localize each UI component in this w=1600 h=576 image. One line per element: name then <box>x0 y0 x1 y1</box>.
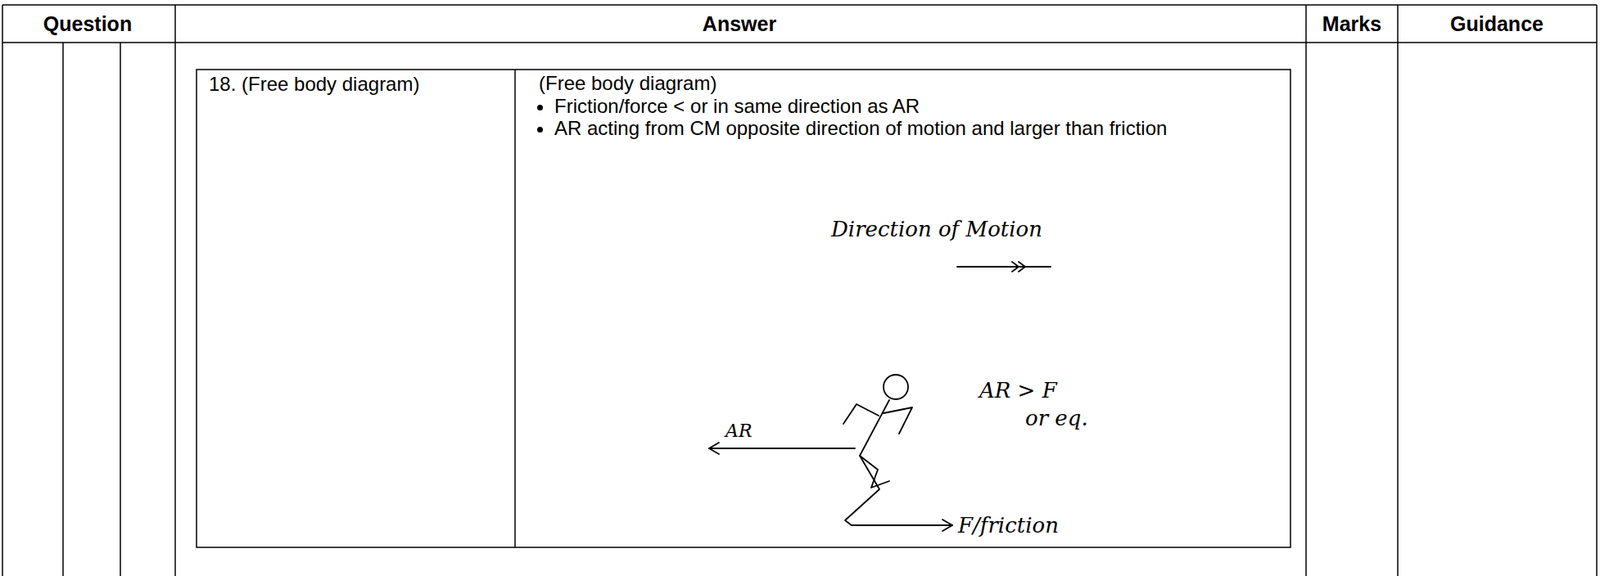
table-border <box>2 4 1597 6</box>
answer-heading: (Free body diagram) <box>538 72 717 95</box>
friction-arrow <box>851 524 953 527</box>
inner-table <box>196 69 1291 548</box>
motion-arrow <box>957 266 1051 268</box>
figure-arm <box>883 407 913 434</box>
figure-head <box>883 375 909 400</box>
marking-point: AR acting from CM opposite direction of … <box>554 117 1253 140</box>
header-cell: Marks <box>1322 11 1382 37</box>
column-rule <box>1305 4 1307 576</box>
force-label: AR <box>725 421 752 442</box>
figure-leg <box>859 456 890 489</box>
motion-arrowhead <box>1018 262 1026 272</box>
handwritten-label: Direction of Motion <box>831 216 1043 242</box>
handwritten-note: or eq. <box>1025 406 1089 431</box>
air-resistance-arrowhead <box>709 442 719 455</box>
force-label: F/friction <box>958 513 1059 538</box>
question-number: 18. (Free body diagram) <box>208 72 420 96</box>
marking-points: Friction/force < or in same direction as… <box>524 94 1253 140</box>
handwritten-note: AR > F <box>979 378 1058 403</box>
column-rule <box>119 42 122 576</box>
inner-column-rule <box>514 69 516 548</box>
table-border <box>1 4 4 576</box>
header-cell: Answer <box>702 11 777 37</box>
figure-arm <box>843 404 879 425</box>
air-resistance-arrow <box>709 447 855 450</box>
motion-arrowhead <box>1012 262 1019 272</box>
header-cell: Guidance <box>1450 11 1544 37</box>
column-rule <box>62 42 64 576</box>
friction-arrowhead <box>942 519 953 532</box>
marking-point: Friction/force < or in same direction as… <box>554 94 1253 118</box>
header-rule <box>2 41 1597 44</box>
table-border <box>1595 4 1598 576</box>
figure-leg <box>845 456 880 526</box>
column-rule <box>174 4 177 576</box>
column-rule <box>1396 4 1399 576</box>
header-cell: Question <box>43 11 132 37</box>
